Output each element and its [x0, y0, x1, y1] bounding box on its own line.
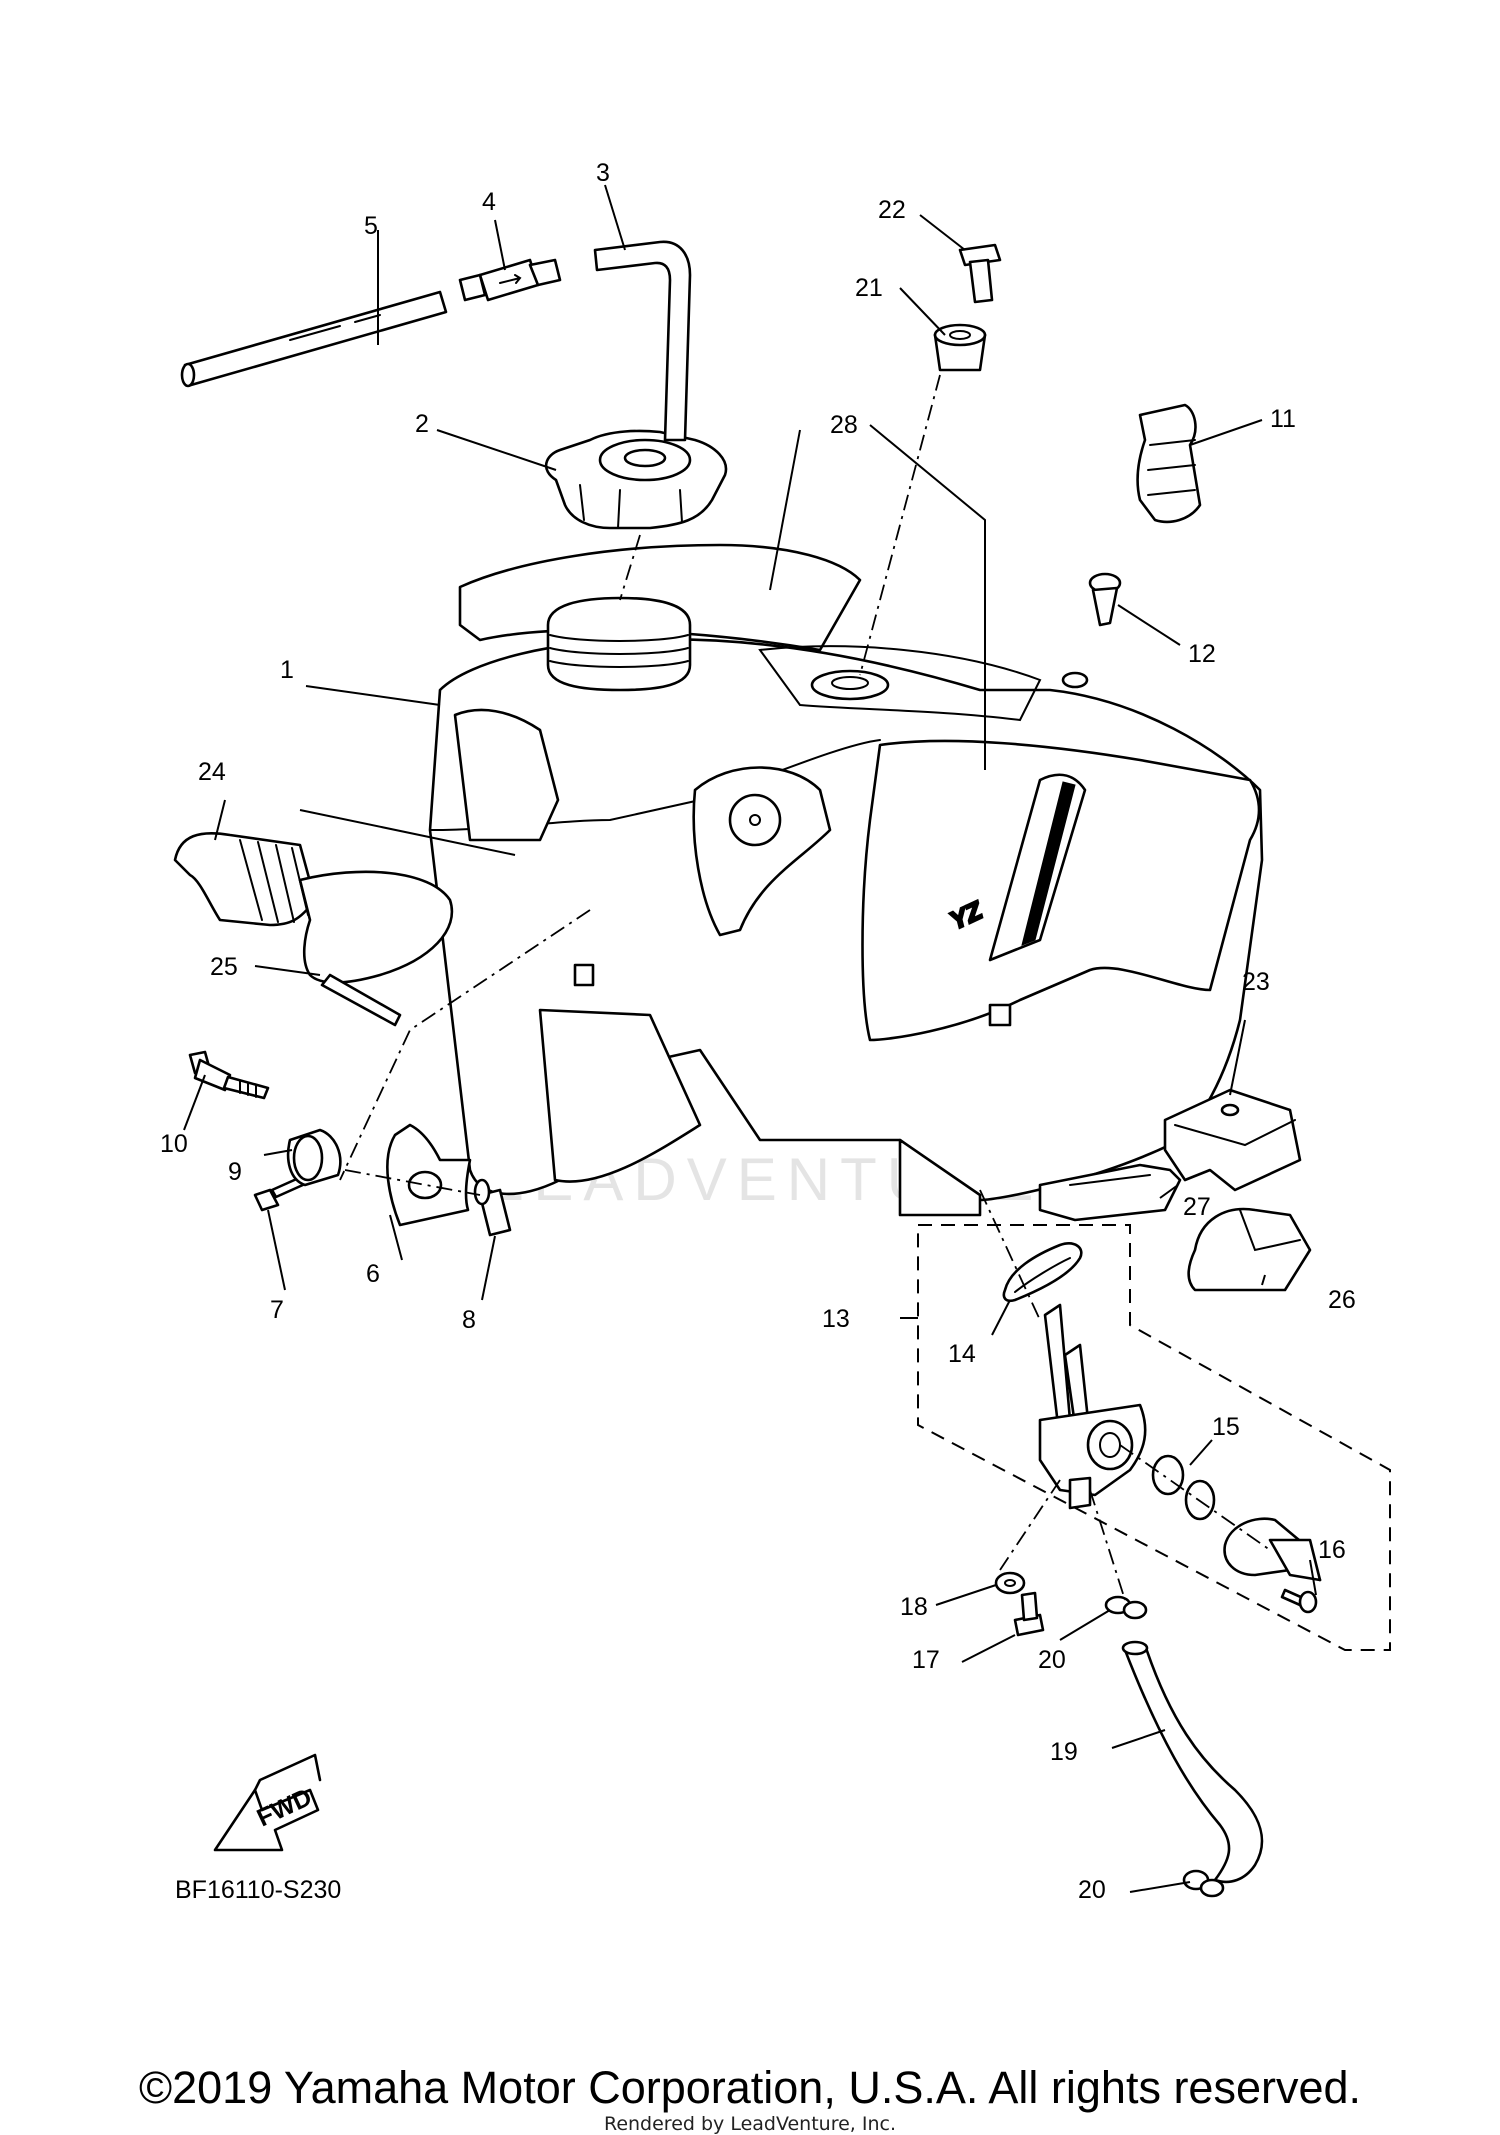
fuel-cock[interactable] — [1038, 1303, 1147, 1510]
callout-4: 4 — [482, 188, 496, 216]
callout-20-upper: 20 — [1038, 1646, 1066, 1674]
bolt-10[interactable] — [188, 1050, 270, 1100]
fwd-arrow: FWD — [213, 1753, 322, 1852]
callout-14: 14 — [948, 1340, 976, 1368]
callout-10: 10 — [160, 1130, 188, 1158]
damper-27[interactable] — [1038, 1163, 1182, 1222]
one-way-valve[interactable] — [458, 258, 562, 302]
filler-cap[interactable] — [544, 429, 728, 530]
collar-8[interactable] — [473, 1178, 512, 1237]
breather-hose[interactable] — [593, 240, 692, 442]
callout-27: 27 — [1183, 1193, 1211, 1221]
tank-stay[interactable] — [386, 1123, 472, 1227]
callout-1: 1 — [280, 656, 294, 684]
callout-24: 24 — [198, 758, 226, 786]
callout-12: 12 — [1188, 640, 1216, 668]
callout-9: 9 — [228, 1158, 242, 1186]
damper-26[interactable] — [1187, 1207, 1312, 1292]
callout-6: 6 — [366, 1260, 380, 1288]
callout-8: 8 — [462, 1306, 476, 1334]
fuel-cock-lever[interactable] — [1223, 1517, 1322, 1582]
damper-24[interactable] — [173, 831, 317, 927]
screw-16[interactable] — [1280, 1588, 1318, 1614]
fuel-tank[interactable]: YZ — [428, 543, 1264, 1217]
callout-19: 19 — [1050, 1738, 1078, 1766]
callout-15: 15 — [1212, 1413, 1240, 1441]
leader-lines — [183, 184, 1317, 1893]
diagram-code: BF16110-S230 — [175, 1876, 341, 1904]
assembly-guides — [339, 374, 1271, 1601]
hose-clip-upper[interactable] — [1104, 1595, 1148, 1620]
breather-pipe[interactable] — [180, 290, 448, 388]
callout-26: 26 — [1328, 1286, 1356, 1314]
copyright-notice: ©2019 Yamaha Motor Corporation, U.S.A. A… — [138, 2062, 1362, 2113]
bracket-23[interactable] — [1163, 1088, 1302, 1192]
damper-9[interactable] — [286, 1128, 342, 1187]
fuel-cock-kit-outline — [917, 1224, 1391, 1651]
callout-28: 28 — [830, 411, 858, 439]
callout-7: 7 — [270, 1296, 284, 1324]
rendered-by-credit: Rendered by LeadVenture, Inc. — [603, 2113, 897, 2135]
callout-13: 13 — [822, 1305, 850, 1333]
screw-17[interactable] — [1013, 1591, 1045, 1637]
callout-3: 3 — [596, 159, 610, 187]
washer-18[interactable] — [994, 1571, 1026, 1595]
fuel-hose[interactable] — [1121, 1640, 1264, 1884]
collar-21[interactable] — [933, 323, 987, 372]
callout-20-lower: 20 — [1078, 1876, 1106, 1904]
clip-11[interactable] — [1136, 403, 1202, 524]
callout-16: 16 — [1318, 1536, 1346, 1564]
callout-22: 22 — [878, 196, 906, 224]
callout-21: 21 — [855, 274, 883, 302]
callout-11: 11 — [1270, 405, 1296, 433]
callout-18: 18 — [900, 1593, 928, 1621]
callout-2: 2 — [415, 410, 429, 438]
hose-clip-lower[interactable] — [1182, 1869, 1225, 1898]
gasket-14[interactable] — [1002, 1242, 1083, 1303]
callout-23: 23 — [1242, 968, 1270, 996]
bolt-12[interactable] — [1088, 572, 1122, 627]
callout-5: 5 — [364, 212, 378, 240]
callout-numbers: 1 2 3 4 5 6 7 8 9 10 11 12 13 14 15 16 1… — [160, 159, 1356, 1904]
o-ring-15[interactable] — [1151, 1454, 1216, 1521]
callout-17: 17 — [912, 1646, 940, 1674]
screw-22[interactable] — [958, 243, 1002, 304]
band-25[interactable] — [298, 870, 454, 1027]
callout-25: 25 — [210, 953, 238, 981]
